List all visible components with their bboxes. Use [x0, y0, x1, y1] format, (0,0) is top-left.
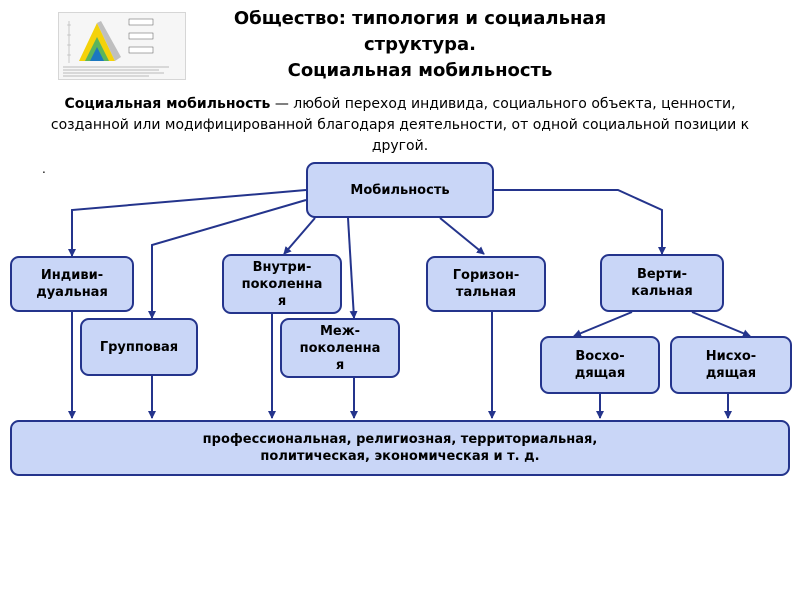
stray-dot: .	[42, 162, 46, 176]
connector-root-group	[148, 199, 307, 319]
node-intergenerational: Меж- поколенна я	[280, 318, 400, 378]
node-descending: Нисхо- дящая	[670, 336, 792, 394]
title-line-1: Общество: типология и социальная	[233, 8, 607, 29]
page-title: Общество: типология и социальная структу…	[200, 6, 640, 84]
definition-text: — любой переход индивида, социального об…	[50, 96, 750, 154]
node-mobility: Мобильность	[306, 162, 494, 218]
node-intergenerational-label: Меж- поколенна я	[299, 323, 381, 373]
title-line-3: Социальная мобильность	[287, 60, 553, 81]
connector-vertical-ascending	[573, 311, 633, 338]
node-descending-label: Нисхо- дящая	[705, 349, 757, 381]
title-line-2: структура.	[364, 34, 476, 55]
node-intragenerational-label: Внутри- поколенна я	[241, 259, 323, 309]
node-horizontal: Горизон- тальная	[426, 256, 546, 312]
node-individual: Индиви- дуальная	[10, 256, 134, 312]
node-intragenerational: Внутри- поколенна я	[222, 254, 342, 314]
pyramid-chart-thumbnail-icon	[58, 12, 186, 80]
node-mobility-label: Мобильность	[350, 182, 450, 198]
connector-root-vertical	[494, 189, 666, 255]
definition-term: Социальная мобильность	[64, 96, 271, 112]
node-vertical: Верти- кальная	[600, 254, 724, 312]
connector-root-inter	[347, 217, 358, 319]
node-vertical-label: Верти- кальная	[631, 267, 693, 299]
node-ascending: Восхо- дящая	[540, 336, 660, 394]
node-horizontal-label: Горизон- тальная	[452, 268, 520, 300]
node-group-label: Групповая	[99, 339, 179, 355]
node-spheres-label: профессиональная, религиозная, территори…	[202, 432, 598, 464]
connector-root-intra	[283, 217, 316, 255]
connector-root-individual	[68, 189, 307, 257]
node-individual-label: Индиви- дуальная	[36, 268, 108, 300]
connector-vertical-descending	[691, 311, 751, 338]
definition-paragraph: Социальная мобильность — любой переход и…	[40, 94, 760, 157]
node-group: Групповая	[80, 318, 198, 376]
node-ascending-label: Восхо- дящая	[574, 349, 626, 381]
connector-root-horizontal	[439, 217, 485, 255]
node-spheres: профессиональная, религиозная, территори…	[10, 420, 790, 476]
